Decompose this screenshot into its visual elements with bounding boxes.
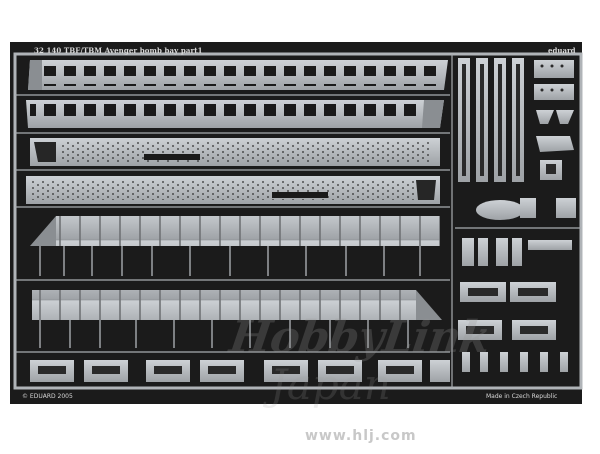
made-in-label: Made in Czech Republic: [486, 393, 558, 400]
part-bomb-bay-panel-2: [32, 290, 442, 348]
part-perforated-strip-2: [26, 176, 440, 204]
fret-title: 32 140 TBF/TBM Avenger bomb bay part1: [34, 46, 203, 55]
part-small-details: [476, 60, 576, 220]
watermark-url: www.hlj.com: [305, 428, 417, 444]
watermark-logo: HobbyLink: [226, 312, 493, 363]
part-perforated-strip-1: [30, 138, 440, 166]
part-vertical-rails: [458, 58, 524, 182]
copyright-label: © EDUARD 2005: [22, 393, 73, 400]
brand-label: eduard: [548, 46, 576, 55]
part-bomb-bay-panel-1: [30, 216, 440, 276]
watermark-script: Japan: [270, 360, 391, 409]
part-rail-2: [26, 100, 444, 128]
part-rail-1: [28, 60, 448, 90]
fret-frame: [13, 52, 583, 390]
